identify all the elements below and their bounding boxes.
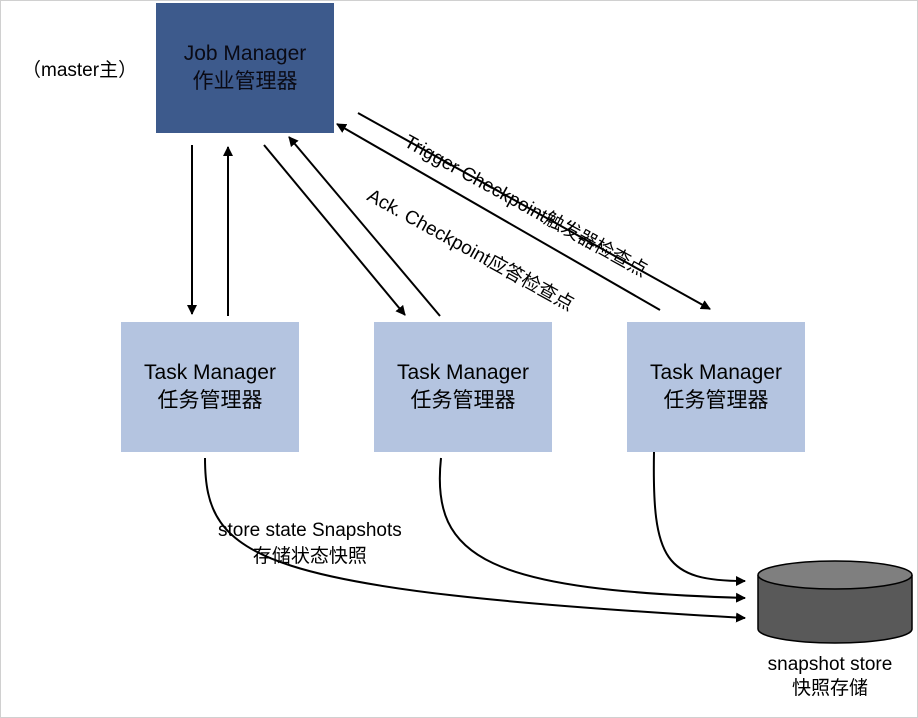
- store-state-label: store state Snapshots 存储状态快照: [218, 518, 402, 570]
- task-manager-title: Task Manager: [650, 361, 782, 384]
- task3-to-store-arrow: [652, 451, 746, 586]
- snapshot-store-cylinder: [757, 560, 913, 644]
- task-manager-subtitle: 任务管理器: [157, 389, 263, 412]
- store-state-label-zh: 存储状态快照: [252, 546, 367, 567]
- task2-to-store-arrow: [438, 457, 746, 603]
- task-manager-subtitle: 任务管理器: [663, 389, 769, 412]
- task-manager-subtitle: 任务管理器: [410, 389, 516, 412]
- task1-to-store-arrow: [204, 457, 746, 623]
- job-to-task2-arrow: [263, 144, 406, 316]
- task-manager-box-1: Task Manager 任务管理器: [121, 322, 299, 452]
- task-manager-title: Task Manager: [144, 361, 276, 384]
- snapshot-store-label-zh: 快照存储: [791, 678, 868, 699]
- snapshot-store-label: snapshot store 快照存储: [755, 653, 905, 701]
- task2-to-job-arrow: [288, 136, 441, 317]
- trigger-checkpoint-arrow: [357, 112, 711, 310]
- job-manager-box: Job Manager 作业管理器: [156, 3, 334, 133]
- store-state-label-en: store state Snapshots: [218, 520, 402, 541]
- task-manager-box-2: Task Manager 任务管理器: [374, 322, 552, 452]
- ack-checkpoint-arrow: [336, 123, 661, 311]
- task-manager-box-3: Task Manager 任务管理器: [627, 322, 805, 452]
- job-manager-title: Job Manager: [183, 42, 307, 65]
- master-note: （master主）: [22, 60, 138, 81]
- snapshot-store-label-en: snapshot store: [767, 654, 893, 675]
- task-manager-title: Task Manager: [397, 361, 529, 384]
- job-manager-subtitle: 作业管理器: [192, 70, 298, 93]
